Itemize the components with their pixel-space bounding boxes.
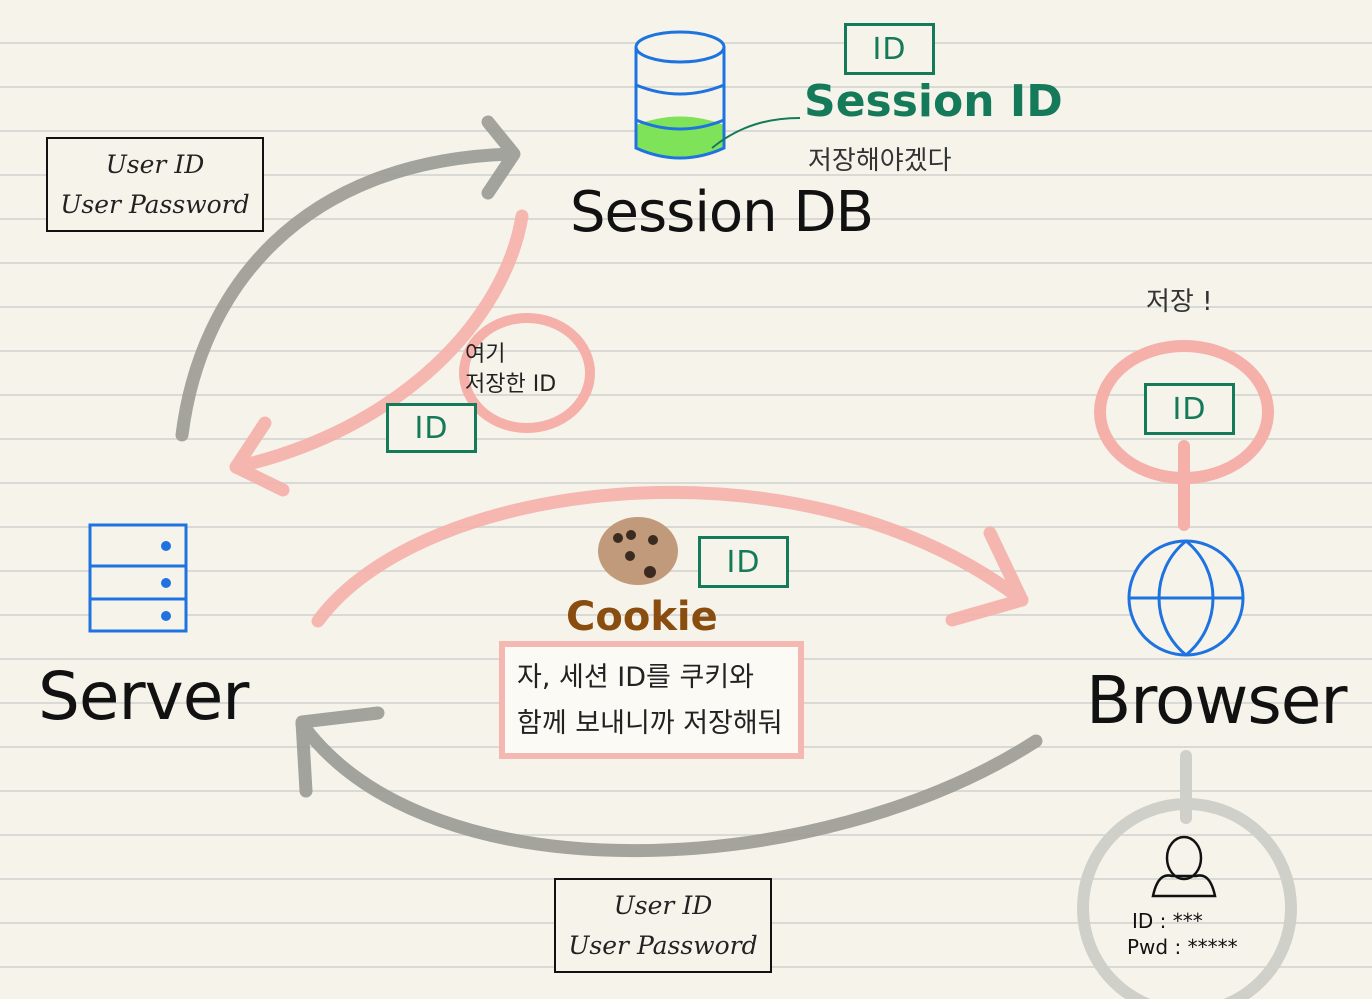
browser-id-tag: ID xyxy=(1144,383,1235,435)
globe-icon xyxy=(1127,539,1245,657)
highlight-circle-here xyxy=(459,313,595,433)
server-icon xyxy=(88,523,188,633)
browser-label: Browser xyxy=(1086,662,1347,739)
session-id-tag: ID xyxy=(844,23,935,75)
cookie-message: 자, 세션 ID를 쿠키와 함께 보내니까 저장해둬 xyxy=(499,641,804,759)
credentials-box-bottom: User ID User Password xyxy=(554,878,772,973)
credentials-box-top: User ID User Password xyxy=(46,137,264,232)
returned-id-tag: ID xyxy=(386,403,477,453)
cookie-icon xyxy=(598,517,678,585)
arrow-server-to-browser xyxy=(311,485,1029,628)
arrow-server-to-db xyxy=(175,115,521,442)
cookie-label: Cookie xyxy=(566,594,718,640)
user-id-label: User ID xyxy=(613,890,713,920)
cookie-message-line1: 자, 세션 ID를 쿠키와 xyxy=(517,662,754,693)
cookie-message-line2: 함께 보내니까 저장해둬 xyxy=(517,708,783,739)
browser-save-note: 저장 ! xyxy=(1146,287,1213,317)
arrow-browser-to-server xyxy=(295,706,1043,858)
login-circle xyxy=(1077,798,1297,999)
here-note-line1: 여기 xyxy=(465,342,506,367)
database-icon xyxy=(634,30,726,160)
user-password-label: User Password xyxy=(568,930,758,960)
server-label: Server xyxy=(38,658,249,735)
user-id-label: User ID xyxy=(105,149,205,179)
session-note: 저장해야겠다 xyxy=(808,146,952,176)
session-db-label: Session DB xyxy=(570,180,874,245)
user-password-label: User Password xyxy=(60,189,250,219)
here-note: 여기 저장한 ID xyxy=(465,340,556,400)
here-note-line2: 저장한 ID xyxy=(465,372,557,397)
user-icon xyxy=(1151,835,1217,898)
session-id-label: Session ID xyxy=(804,76,1063,127)
login-form-pwd-row: Pwd : ***** xyxy=(1127,935,1238,959)
cookie-id-tag: ID xyxy=(698,536,789,588)
session-db-pointer xyxy=(711,117,801,149)
login-form-id-row: ID : *** xyxy=(1132,909,1203,933)
arrow-db-to-server xyxy=(229,209,529,497)
